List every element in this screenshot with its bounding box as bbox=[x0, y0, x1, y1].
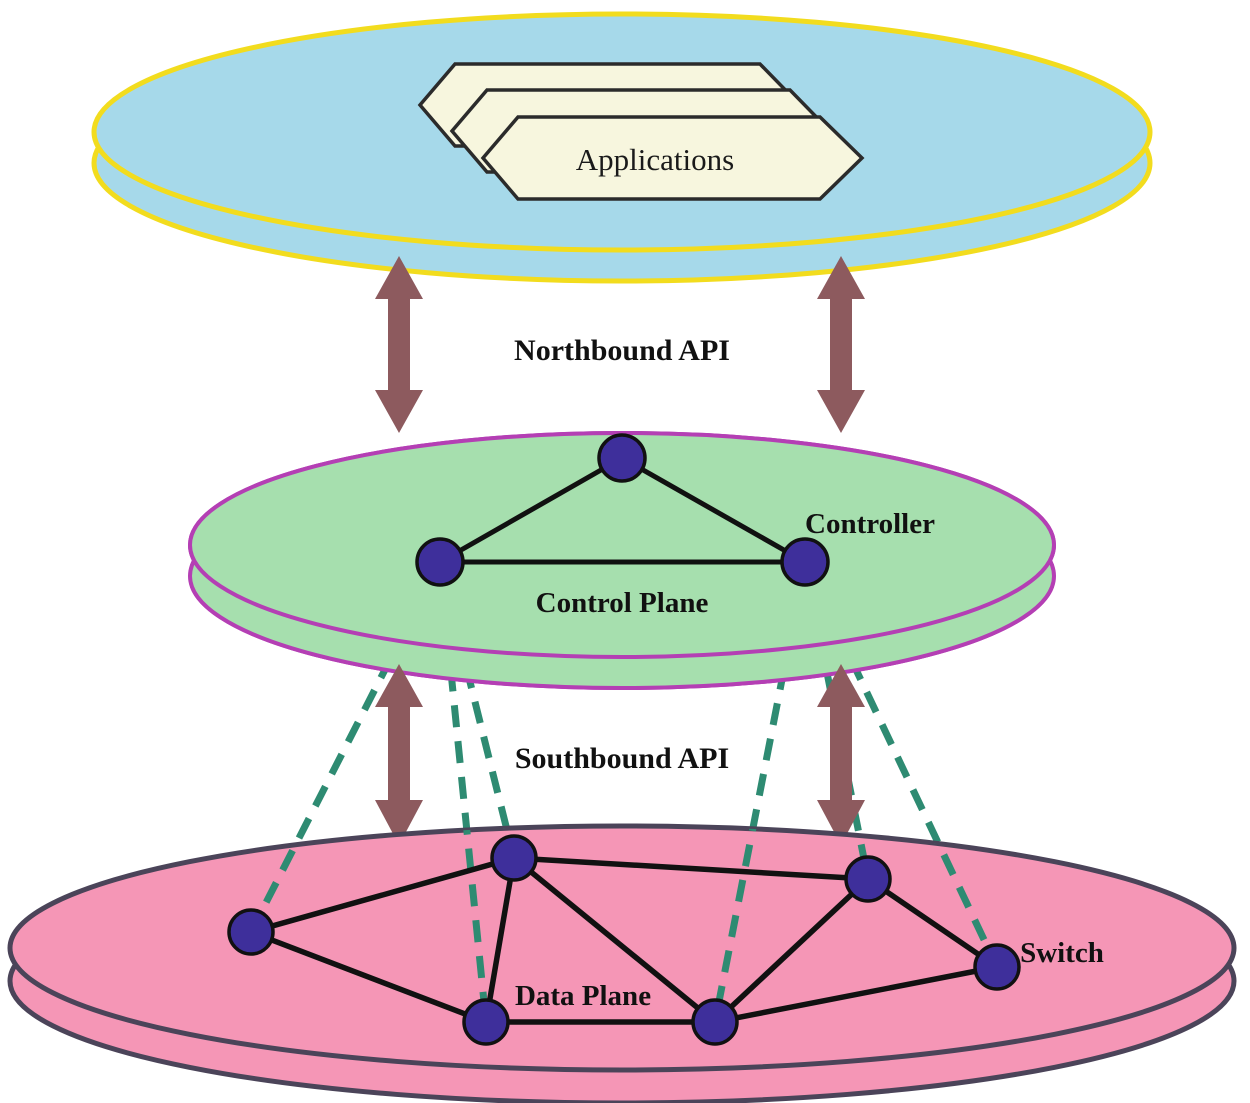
northbound-arrow-left bbox=[375, 256, 423, 433]
switch-node-6[interactable] bbox=[691, 998, 739, 1046]
switch-link-s3-s4 bbox=[866, 876, 999, 970]
switch-link-s2-s6 bbox=[512, 855, 717, 1025]
southbound-api-group: Southbound API bbox=[375, 664, 865, 845]
applications-label: Applications bbox=[576, 142, 734, 177]
switch-links bbox=[250, 855, 999, 1025]
switch-node-4[interactable] bbox=[973, 943, 1021, 991]
controller-label: Controller bbox=[805, 508, 935, 540]
controller-node-1[interactable] bbox=[597, 433, 647, 483]
switch-nodes bbox=[227, 834, 1021, 1046]
switch-node-1[interactable] bbox=[227, 908, 275, 956]
southbound-api-label: Southbound API bbox=[515, 742, 729, 775]
link-c3-s4-overlay bbox=[801, 826, 1001, 969]
switch-label: Switch bbox=[1020, 937, 1104, 969]
switch-link-s1-s2 bbox=[250, 855, 515, 935]
applications-component-stack[interactable]: Applications bbox=[417, 62, 865, 201]
applications-hexagon-front[interactable] bbox=[480, 115, 865, 201]
switch-link-s2-s3 bbox=[513, 855, 869, 882]
switch-node-2[interactable] bbox=[490, 834, 538, 882]
southbound-arrow-right bbox=[817, 664, 865, 845]
controller-link-c1-c2 bbox=[438, 455, 624, 565]
northbound-api-label: Northbound API bbox=[514, 334, 730, 367]
controller-links bbox=[438, 455, 807, 565]
controller-node-2[interactable] bbox=[415, 537, 465, 587]
data-plane-label: Data Plane bbox=[515, 980, 651, 1012]
controller-link-c1-c3 bbox=[620, 455, 807, 565]
switch-node-5[interactable] bbox=[462, 998, 510, 1046]
control-plane-label: Control Plane bbox=[536, 587, 709, 619]
switch-node-3[interactable] bbox=[844, 855, 892, 903]
control-layer-top-disc-overlay bbox=[188, 431, 1056, 659]
northbound-api-group: Northbound API bbox=[375, 256, 865, 433]
switch-link-s2-s5 bbox=[483, 857, 517, 1023]
control-plane-network: Controller Control Plane bbox=[415, 433, 935, 619]
switch-link-s1-s5 bbox=[250, 929, 487, 1025]
controller-node-3[interactable] bbox=[780, 537, 830, 587]
southbound-arrow-left bbox=[375, 664, 423, 845]
northbound-arrow-right bbox=[817, 256, 865, 433]
switch-link-s3-s6 bbox=[713, 876, 870, 1025]
switch-link-s4-s6 bbox=[714, 964, 998, 1025]
